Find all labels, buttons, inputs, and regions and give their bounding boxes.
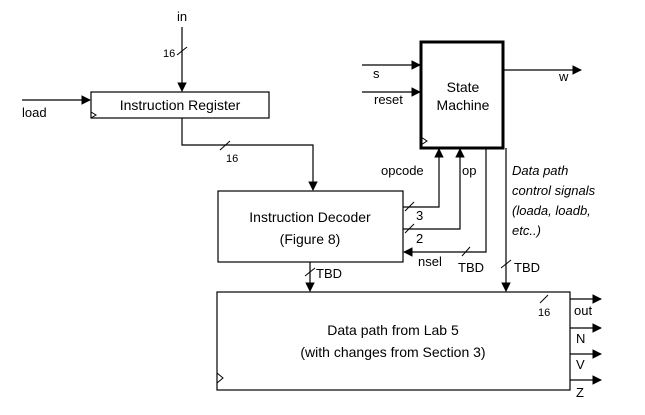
- state-machine-label-1: State: [447, 79, 480, 95]
- op-label: op: [462, 163, 476, 178]
- opcode-width: 3: [416, 208, 423, 223]
- annotation-line-4: etc..): [512, 223, 541, 238]
- instruction-decoder-label-1: Instruction Decoder: [249, 209, 371, 225]
- datapath-label-1: Data path from Lab 5: [327, 322, 459, 338]
- out-output-wire: out 16: [538, 294, 602, 319]
- out-label: out: [574, 303, 592, 318]
- datapath-block: Data path from Lab 5 (with changes from …: [216, 291, 571, 391]
- state-machine-label-2: Machine: [437, 97, 490, 113]
- annotation-line-3: (loada, loadb,: [512, 203, 591, 218]
- s-label: s: [373, 66, 380, 81]
- s-input-wire: s: [362, 60, 421, 81]
- in-label: in: [177, 9, 187, 24]
- annotation-line-1: Data path: [512, 163, 568, 178]
- instruction-decoder-block: Instruction Decoder (Figure 8): [217, 190, 404, 263]
- state-machine-block: State Machine: [419, 40, 505, 150]
- opcode-wire: opcode 3: [381, 148, 444, 223]
- nsel-tbd: TBD: [458, 260, 484, 275]
- n-label: N: [576, 331, 585, 346]
- z-output-wire: Z: [570, 375, 602, 400]
- opcode-label: opcode: [381, 163, 424, 178]
- op-wire: op 2: [403, 148, 476, 246]
- load-input-wire: load: [22, 95, 91, 120]
- v-label: V: [576, 357, 585, 372]
- w-output-wire: w: [503, 65, 582, 84]
- in-bus-width: 16: [163, 48, 175, 60]
- instruction-register-label: Instruction Register: [120, 97, 241, 113]
- load-label: load: [22, 105, 47, 120]
- nsel-label: nsel: [418, 254, 442, 269]
- datapath-label-2: (with changes from Section 3): [300, 344, 485, 360]
- reset-input-wire: reset: [362, 87, 421, 107]
- control-tbd: TBD: [514, 260, 540, 275]
- ir-to-decoder-bus: 16: [181, 118, 318, 191]
- annotation-line-2: control signals: [512, 183, 596, 198]
- z-label: Z: [576, 385, 584, 400]
- ir-bus-width: 16: [226, 153, 238, 165]
- control-signals-wire: TBD Data path control signals (loada, lo…: [500, 148, 596, 292]
- decoder-tbd: TBD: [316, 266, 342, 281]
- instruction-decoder-label-2: (Figure 8): [280, 231, 341, 247]
- v-output-wire: V: [570, 349, 602, 372]
- w-label: w: [558, 69, 569, 84]
- instruction-register-block: Instruction Register: [90, 91, 270, 119]
- op-width: 2: [416, 231, 423, 246]
- in-input-wire: in 16: [163, 9, 188, 92]
- n-output-wire: N: [570, 323, 602, 346]
- reset-label: reset: [374, 92, 403, 107]
- nsel-wire: nsel TBD: [403, 148, 487, 275]
- decoder-to-datapath-wire: TBD: [304, 262, 342, 292]
- out-bus-width: 16: [538, 307, 550, 319]
